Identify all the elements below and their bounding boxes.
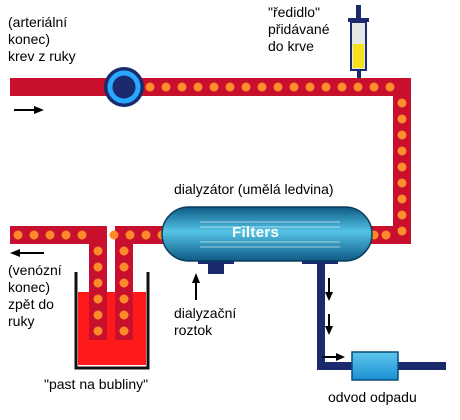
syringe-icon bbox=[348, 5, 369, 78]
tube-dot bbox=[109, 230, 119, 240]
tube-dot bbox=[145, 82, 155, 92]
tube-dot bbox=[397, 178, 407, 188]
tube-dots bbox=[13, 82, 407, 336]
tube-dot bbox=[61, 230, 71, 240]
tube-dot bbox=[397, 210, 407, 220]
arterial-end-label: (arteriální konec) krev z ruky bbox=[8, 14, 76, 64]
tube-dot bbox=[385, 82, 395, 92]
tube-dot bbox=[257, 82, 267, 92]
dialyzer-label: dialyzátor (umělá ledvina) bbox=[174, 181, 334, 197]
bubble-trap bbox=[74, 272, 150, 370]
tube-dot bbox=[93, 262, 103, 272]
waste-drain-label: odvod odpadu bbox=[328, 389, 417, 405]
tube-dot bbox=[93, 294, 103, 304]
tube-dot bbox=[193, 82, 203, 92]
filters-label: Filters bbox=[232, 224, 280, 241]
tube-dot bbox=[45, 230, 55, 240]
tube-dot bbox=[241, 82, 251, 92]
bubble-trap-label: "past na bubliny" bbox=[44, 376, 149, 392]
right-arrow-icon bbox=[14, 106, 44, 114]
tube-dot bbox=[119, 294, 129, 304]
tube-dot bbox=[93, 310, 103, 320]
tube-dot bbox=[397, 146, 407, 156]
blood-tube bbox=[10, 78, 411, 340]
left-arrow-icon bbox=[10, 249, 44, 257]
right-arrow-icon bbox=[322, 353, 345, 361]
tube-dot bbox=[125, 230, 135, 240]
tube-dot bbox=[13, 230, 23, 240]
down-arrow-icon bbox=[325, 278, 333, 335]
tube-dot bbox=[77, 230, 87, 240]
tube-dot bbox=[119, 278, 129, 288]
tube-dot bbox=[209, 82, 219, 92]
tube-dot bbox=[93, 326, 103, 336]
tube-dot bbox=[369, 82, 379, 92]
dialyzer bbox=[161, 206, 373, 262]
tube-dot bbox=[225, 82, 235, 92]
tube-dot bbox=[305, 82, 315, 92]
tube-dot bbox=[93, 246, 103, 256]
drain-box bbox=[351, 351, 399, 381]
pump-icon bbox=[104, 67, 144, 107]
tube-dot bbox=[119, 310, 129, 320]
tube-dot bbox=[161, 82, 171, 92]
tube-dot bbox=[119, 326, 129, 336]
tube-dot bbox=[273, 82, 283, 92]
tube-dot bbox=[177, 82, 187, 92]
dialysis-solution-label: dialyzační roztok bbox=[174, 305, 237, 338]
tube-dot bbox=[29, 230, 39, 240]
tube-dot bbox=[289, 82, 299, 92]
tube-dot bbox=[397, 226, 407, 236]
tube-dot bbox=[321, 82, 331, 92]
tube-dot bbox=[397, 162, 407, 172]
tube-dot bbox=[119, 246, 129, 256]
tube-dot bbox=[397, 194, 407, 204]
tube-dot bbox=[337, 82, 347, 92]
tube-dot bbox=[397, 98, 407, 108]
tube-dot bbox=[397, 114, 407, 124]
tube-dot bbox=[353, 82, 363, 92]
tube-dot bbox=[93, 278, 103, 288]
tube-dot bbox=[381, 230, 391, 240]
tube-dot bbox=[397, 130, 407, 140]
tube-dot bbox=[141, 230, 151, 240]
tube-dot bbox=[119, 262, 129, 272]
venous-end-label: (venózní konec) zpět do ruky bbox=[8, 262, 62, 329]
thinner-label: "ředidlo" přidávané do krve bbox=[268, 4, 330, 54]
up-arrow-icon bbox=[192, 273, 200, 300]
